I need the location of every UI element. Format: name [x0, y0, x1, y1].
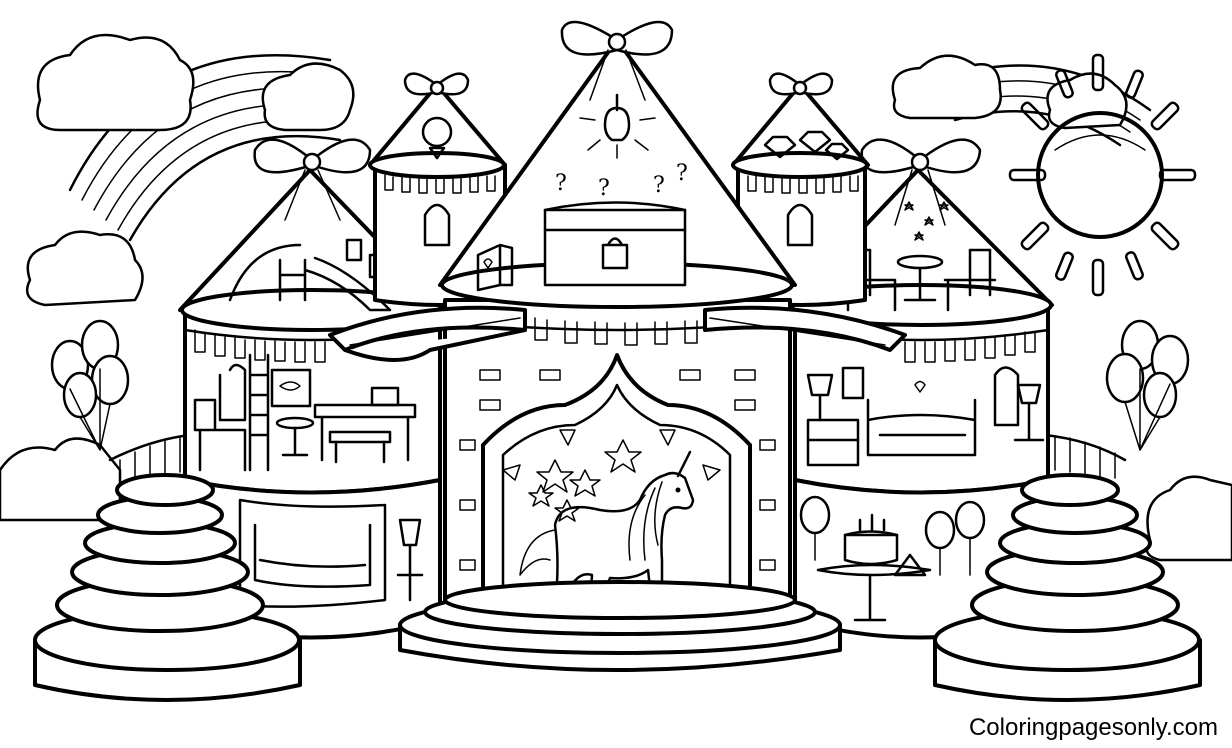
svg-text:?: ?: [598, 176, 610, 201]
right-tower: [788, 138, 1054, 495]
arched-doorway: [481, 353, 752, 617]
balloons-left: [50, 319, 130, 451]
cloud-top-right: [891, 54, 1128, 130]
cloud-top-center: [261, 62, 355, 132]
left-stairs: [33, 473, 302, 702]
fence-right: [1043, 433, 1127, 479]
cloud-mid-left: [25, 230, 144, 307]
puzzle-marks: ? ? ? ?: [555, 161, 688, 201]
cloud-bottom-right: [1145, 475, 1232, 562]
unicorn: [519, 450, 695, 607]
svg-text:?: ?: [676, 161, 688, 186]
balloons-right: [1105, 319, 1190, 451]
svg-text:?: ?: [653, 173, 665, 198]
site-watermark: Coloringpagesonly.com: [968, 714, 1218, 741]
entrance-stairs: [398, 580, 842, 672]
fence-left: [108, 433, 192, 481]
right-stairs: [933, 473, 1202, 702]
sun-icon: [1008, 53, 1197, 297]
cloud-top-left: [36, 33, 195, 132]
svg-text:?: ?: [555, 171, 567, 196]
